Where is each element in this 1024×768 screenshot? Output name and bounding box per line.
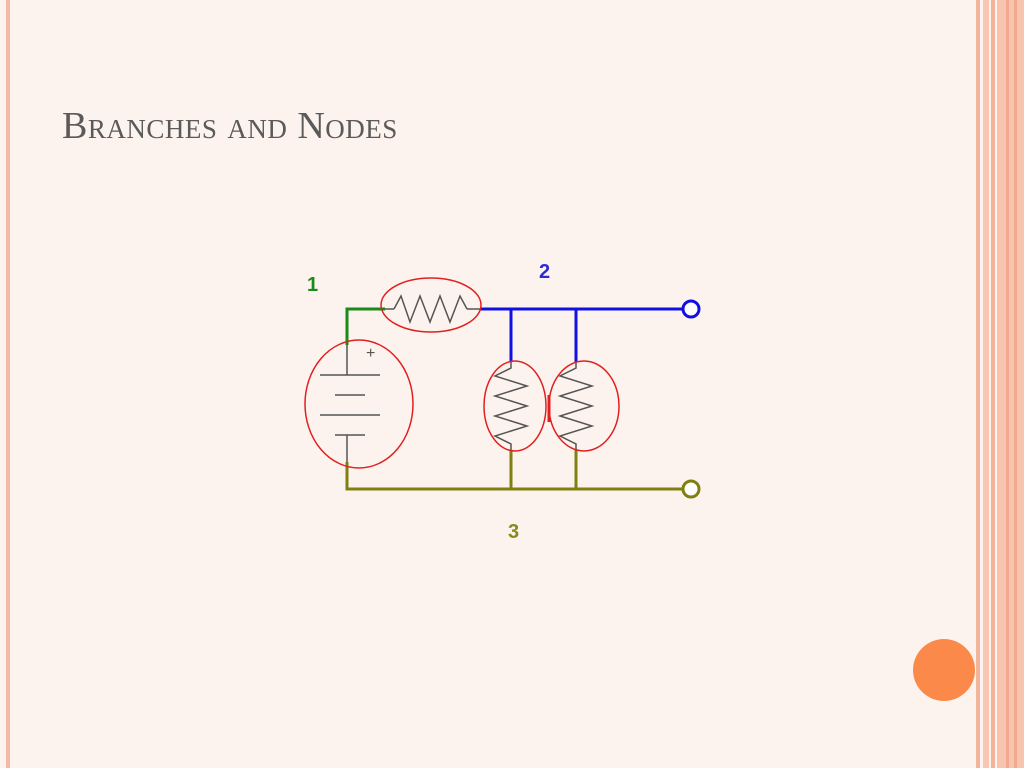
branch-highlight — [380, 277, 482, 333]
branch-highlight — [483, 360, 547, 452]
node-1-wire — [345, 307, 385, 345]
node-label-2: 2 — [539, 261, 550, 283]
slide-title: Branches and Nodes — [62, 105, 398, 147]
right-border-stripe — [997, 0, 1024, 768]
branch-highlight — [304, 339, 414, 469]
series-resistor — [380, 277, 482, 333]
right-border-stripe — [976, 0, 980, 768]
right-border-stripe — [983, 0, 989, 768]
branch-highlight — [548, 360, 620, 452]
node-label-1: 1 — [307, 274, 318, 296]
right-border-stripe — [991, 0, 995, 768]
left-border-stripe — [6, 0, 10, 768]
terminal-top — [681, 299, 701, 319]
circuit-diagram: + 1 2 3 — [304, 261, 701, 543]
battery — [304, 339, 414, 469]
right-border-stripe — [1014, 0, 1017, 768]
decorative-dot — [913, 639, 975, 701]
terminal-bottom — [681, 479, 701, 499]
node-3-wire — [345, 450, 683, 491]
right-border-stripe — [1006, 0, 1009, 768]
parallel-resistor-left — [483, 360, 547, 452]
parallel-resistor-right — [548, 360, 620, 452]
node-2-wire — [480, 307, 683, 362]
battery-plus-sign: + — [366, 345, 375, 362]
node-label-3: 3 — [508, 521, 519, 543]
